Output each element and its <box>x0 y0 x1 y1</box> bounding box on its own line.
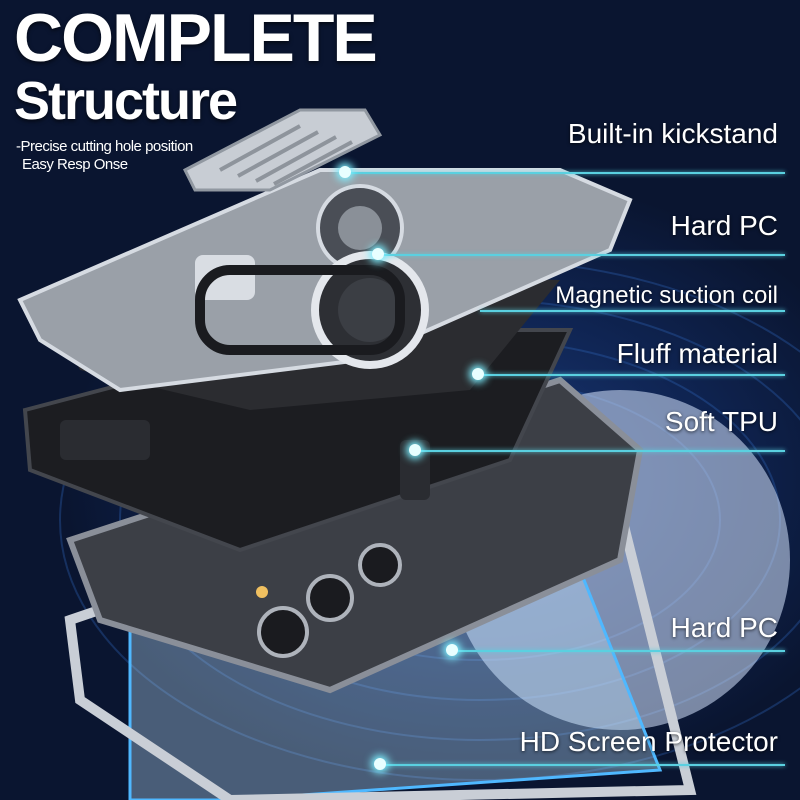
callout-fluff-line <box>478 374 785 376</box>
callout-fluff-dot <box>472 368 484 380</box>
kickstand-illustration <box>182 108 383 192</box>
subtitle-line-2: Easy Resp Onse <box>22 156 128 173</box>
callout-hard-pc-bottom-label: Hard PC <box>670 612 778 643</box>
headline-line-2: Structure <box>14 71 238 131</box>
callout-kickstand-line <box>345 172 785 174</box>
subtitle-line-1: -Precise cutting hole position <box>16 138 193 155</box>
callout-magnetic-coil-label: Magnetic suction coil <box>555 282 778 309</box>
callout-hard-pc-top-line <box>378 254 785 256</box>
callout-soft-tpu-dot <box>409 444 421 456</box>
callout-screen-protector-label: HD Screen Protector <box>519 726 778 757</box>
callout-soft-tpu-label: Soft TPU <box>664 406 778 437</box>
callout-fluff-label: Fluff material <box>616 338 778 369</box>
headline-line-1: COMPLETE <box>14 0 378 76</box>
callout-hard-pc-top-dot <box>372 248 384 260</box>
subtitle: -Precise cutting hole position Easy Resp… <box>16 138 193 174</box>
callout-magnetic-coil-line <box>480 310 785 312</box>
callout-kickstand-label: Built-in kickstand <box>567 118 778 149</box>
callout-soft-tpu-line <box>415 450 785 452</box>
hard-pc-frame-illustration <box>17 168 633 393</box>
callout-hard-pc-bottom-line <box>452 650 785 652</box>
callout-hard-pc-bottom-dot <box>446 644 458 656</box>
callout-screen-protector-line <box>380 764 785 766</box>
headline: COMPLETE Structure <box>14 0 378 131</box>
callout-kickstand-dot <box>339 166 351 178</box>
callout-hard-pc-top-label: Hard PC <box>670 210 778 241</box>
callout-screen-protector-dot <box>374 758 386 770</box>
